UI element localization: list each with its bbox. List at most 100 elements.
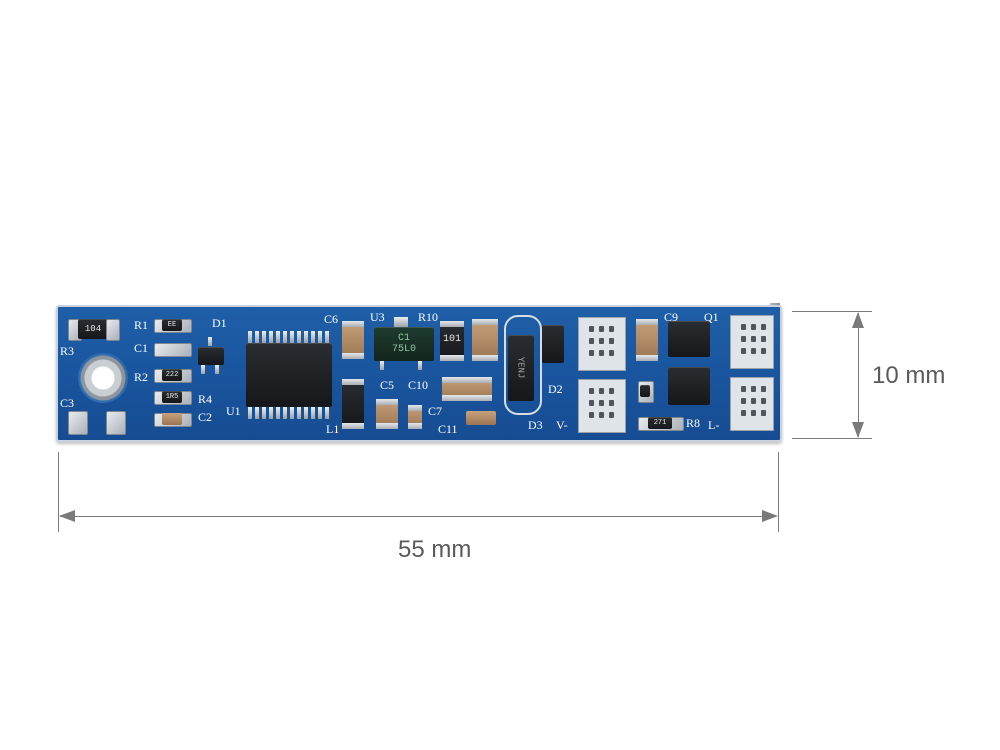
mosfet-q1: [668, 321, 710, 357]
via-dot: [751, 398, 756, 404]
via-dot: [751, 386, 756, 392]
via-dot: [751, 410, 756, 416]
ic-pin: [248, 331, 252, 343]
via-dot: [609, 326, 614, 332]
via-dot: [761, 324, 766, 330]
silk-r2: R2: [134, 370, 149, 384]
height-dimension-line: [858, 313, 859, 437]
via-dot: [599, 350, 604, 356]
via-dot: [589, 400, 594, 406]
via-dot: [761, 386, 766, 392]
via-dot: [589, 338, 594, 344]
silk-c1: C1: [134, 341, 149, 355]
pad-c1: [154, 343, 192, 357]
resistor-r8-code: 271: [653, 419, 667, 427]
solder-pad-bottom-2: [730, 377, 774, 431]
via-dot: [761, 336, 766, 342]
height-arrow-up-icon: [852, 312, 864, 328]
via-dot: [741, 348, 746, 354]
via-dot: [609, 350, 614, 356]
ic-pin: [318, 331, 322, 343]
ic-pin: [290, 407, 294, 419]
resistor-r1: [162, 319, 182, 331]
capacitor-c2: [162, 413, 182, 425]
u3-tab: [394, 317, 408, 327]
ic-pin: [269, 331, 273, 343]
silk-u1: U1: [226, 404, 241, 418]
height-extension-top: [792, 311, 872, 312]
via-dot: [599, 388, 604, 394]
resistor-r1-code: EE: [167, 321, 177, 329]
width-arrow-left-icon: [59, 510, 75, 522]
via-dot: [741, 386, 746, 392]
ic-u1-pins-top: [248, 331, 332, 343]
pcb-board: 104 R3 C3 R1 EE C1 R2 222 1R5 R4 C2 D1 U…: [56, 305, 782, 442]
silk-r8: R8: [686, 416, 701, 430]
ic-pin: [269, 407, 273, 419]
ic-pin: [311, 331, 315, 343]
diode-d1: [198, 347, 224, 365]
pad-r3-b: [106, 319, 120, 341]
via-dot: [599, 412, 604, 418]
d1-pin: [201, 365, 205, 374]
via-dot: [741, 324, 746, 330]
silk-u3: U3: [370, 310, 385, 324]
capacitor-c7: [408, 405, 422, 429]
ic-pin: [325, 331, 329, 343]
ic-pin: [262, 407, 266, 419]
solder-pad-top-2: [730, 315, 774, 369]
silk-c9: C9: [664, 310, 679, 324]
ic-pin: [290, 331, 294, 343]
via-dot: [751, 324, 756, 330]
capacitor-c4: [442, 377, 492, 401]
capacitor-c9: [636, 319, 658, 361]
silk-c11: C11: [438, 422, 458, 436]
ic-pin: [276, 331, 280, 343]
via-dot: [589, 350, 594, 356]
silk-c3: C3: [60, 396, 75, 410]
ic-pin: [325, 407, 329, 419]
resistor-r3: [78, 319, 108, 339]
ic-pin: [276, 407, 280, 419]
mosfet-q2: [668, 367, 710, 405]
ic-pin: [283, 331, 287, 343]
silk-v-minus: V-: [556, 418, 568, 432]
resistor-r10-code: 101: [442, 334, 461, 345]
silk-r3: R3: [60, 344, 75, 358]
via-dot: [761, 410, 766, 416]
via-dot: [761, 398, 766, 404]
ic-pin: [304, 407, 308, 419]
u3-line1: C1 75L0: [391, 333, 416, 355]
via-dot: [609, 412, 614, 418]
ic-pin: [318, 407, 322, 419]
via-dot: [609, 338, 614, 344]
d1-pin: [208, 337, 212, 346]
diode-d3-frame: [504, 315, 542, 415]
via-dot: [741, 336, 746, 342]
ic-pin: [255, 331, 259, 343]
silk-d2: D2: [548, 382, 563, 396]
pad-c3-b: [106, 411, 126, 435]
via-dot: [741, 410, 746, 416]
via-dot: [589, 412, 594, 418]
pad-c3-a: [68, 411, 88, 435]
via-dot: [589, 388, 594, 394]
silk-d1: D1: [212, 316, 227, 330]
ic-pin: [311, 407, 315, 419]
silk-r10: R10: [418, 310, 439, 324]
resistor-r5: [640, 385, 650, 397]
width-dimension-line: [60, 516, 776, 517]
via-dot: [751, 348, 756, 354]
ic-pin: [297, 331, 301, 343]
mounting-hole: [78, 353, 128, 403]
ic-pin: [304, 331, 308, 343]
height-extension-bottom: [792, 438, 872, 439]
ic-pin: [255, 407, 259, 419]
via-dot: [609, 400, 614, 406]
resistor-r8: [648, 417, 672, 429]
height-arrow-down-icon: [852, 422, 864, 438]
capacitor-c6: [342, 321, 364, 359]
solder-pad-top-1: [578, 317, 626, 371]
via-dot: [599, 338, 604, 344]
